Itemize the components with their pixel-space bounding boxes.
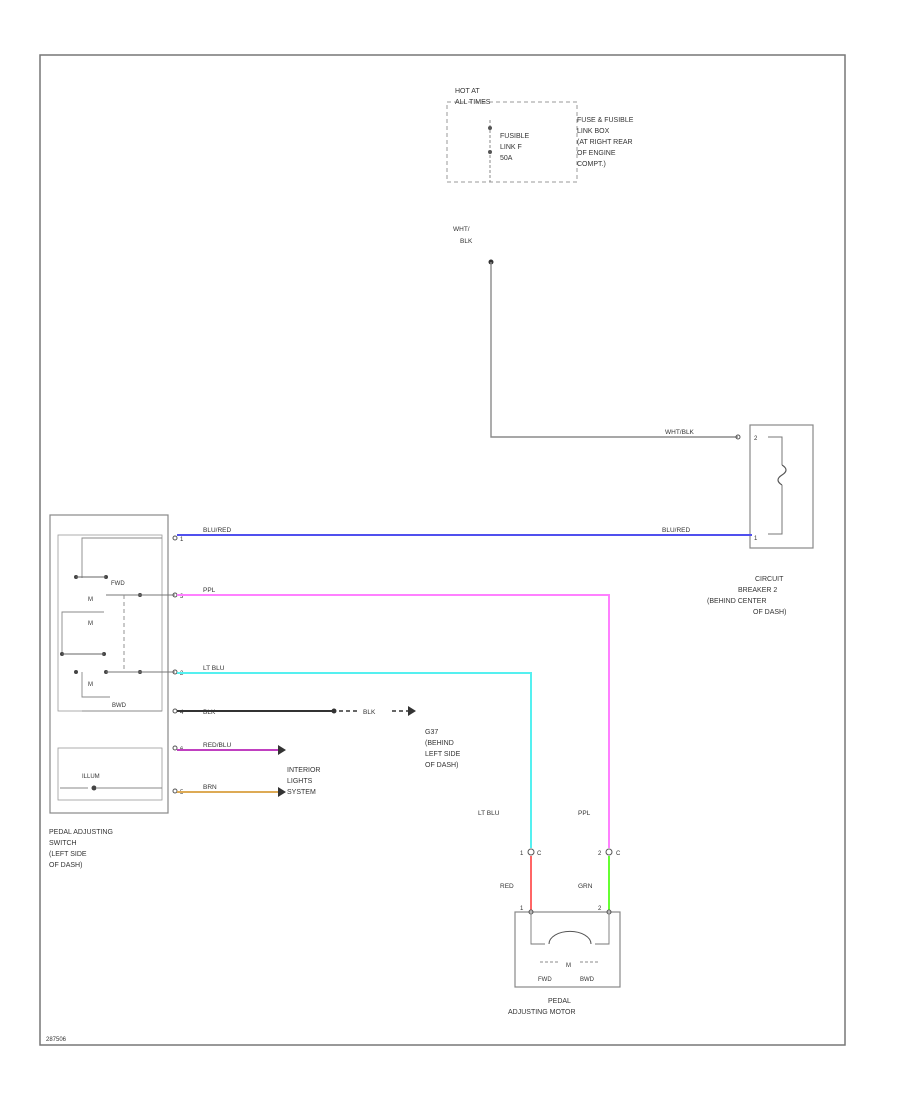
fuse-box-desc-2: LINK BOX xyxy=(577,128,610,135)
ground-name-4: OF DASH) xyxy=(425,762,458,769)
fuse-box: HOT AT ALL TIMES FUSIBLE LINK F 50A FUSE… xyxy=(446,88,634,183)
pedal-adjusting-motor: LT BLU PPL 1 2 C C RED GRN 1 2 M FWD BWD… xyxy=(478,810,621,1016)
feed-wire-label-1: WHT/ xyxy=(453,226,470,233)
wire-ppl: PPL xyxy=(177,587,610,848)
motor-c-left: C xyxy=(537,851,542,857)
switch-bwd-label: BWD xyxy=(112,703,127,709)
switch-pin-1: 1 xyxy=(180,537,184,543)
motor-m-label: M xyxy=(566,963,571,969)
motor-ppl-label: PPL xyxy=(578,810,591,817)
wire-blk-label: BLK xyxy=(203,709,216,716)
ground-name-3: LEFT SIDE xyxy=(425,751,461,758)
wire-lt-blu: LT BLU xyxy=(177,665,532,848)
breaker-wire-label: WHT/BLK xyxy=(665,429,695,436)
fuse-box-desc-3: (AT RIGHT REAR xyxy=(577,139,633,146)
wire-ppl-label: PPL xyxy=(203,587,216,594)
motor-grn-label: GRN xyxy=(578,883,593,890)
switch-m1-label: M xyxy=(88,597,93,603)
motor-pin-left: 1 xyxy=(520,851,524,857)
breaker-name-1: CIRCUIT xyxy=(755,576,784,583)
switch-m3-label: M xyxy=(88,682,93,688)
amp-label: 50A xyxy=(500,155,513,162)
hot-at-label: HOT AT xyxy=(455,88,480,95)
all-times-label: ALL TIMES xyxy=(455,99,491,106)
switch-fwd-label: FWD xyxy=(111,581,125,587)
wire-brn: BRN xyxy=(177,784,286,797)
ground-wire-label: BLK xyxy=(363,709,376,716)
fuse-box-desc-1: FUSE & FUSIBLE xyxy=(577,117,634,124)
wire-lt-blu-label: LT BLU xyxy=(203,665,225,672)
breaker-name-2: BREAKER 2 xyxy=(738,587,777,594)
motor-name-1: PEDAL xyxy=(548,998,571,1005)
wire-blu-red: BLU/RED BLU/RED xyxy=(177,527,752,536)
diagram-frame xyxy=(39,54,846,1046)
fuse-box-desc-4: OF ENGINE xyxy=(577,150,616,157)
link-label: LINK F xyxy=(500,144,522,151)
wire-red-blu-label: RED/BLU xyxy=(203,742,231,749)
interior-lights-system: INTERIOR LIGHTS SYSTEM xyxy=(287,767,320,796)
fusible-label: FUSIBLE xyxy=(500,133,530,140)
switch-name-1: PEDAL ADJUSTING xyxy=(49,829,113,836)
switch-pin-2: 3 xyxy=(180,594,184,600)
ground-name-1: G37 xyxy=(425,729,438,736)
switch-m2-label: M xyxy=(88,621,93,627)
switch-illum-label: ILLUM xyxy=(82,774,100,780)
feed-wire: WHT/ BLK WHT/BLK xyxy=(453,226,741,440)
interior-name-3: SYSTEM xyxy=(287,789,316,796)
motor-name-2: ADJUSTING MOTOR xyxy=(508,1009,576,1016)
motor-e-right: 2 xyxy=(598,906,602,912)
breaker-pin-a: 2 xyxy=(754,436,758,442)
motor-c-right: C xyxy=(616,851,621,857)
motor-red-label: RED xyxy=(500,883,514,890)
circuit-breaker: 2 1 CIRCUIT BREAKER 2 (BEHIND CENTER OF … xyxy=(707,424,814,616)
wire-blk: BLK BLK xyxy=(177,706,416,716)
motor-lt-blu-label: LT BLU xyxy=(478,810,500,817)
switch-name-3: (LEFT SIDE xyxy=(49,851,87,858)
interior-name-2: LIGHTS xyxy=(287,778,313,785)
ground-name-2: (BEHIND xyxy=(425,740,454,747)
footer-code: 287506 xyxy=(46,1037,67,1043)
motor-bwd-label: BWD xyxy=(580,977,595,983)
motor-pin-right: 2 xyxy=(598,851,602,857)
wire-blu-red-label-right: BLU/RED xyxy=(662,527,690,534)
motor-fwd-label: FWD xyxy=(538,977,552,983)
breaker-pin-b: 1 xyxy=(754,536,758,542)
wire-brn-label: BRN xyxy=(203,784,217,791)
switch-name-2: SWITCH xyxy=(49,840,77,847)
switch-name-4: OF DASH) xyxy=(49,862,82,869)
wire-blu-red-label: BLU/RED xyxy=(203,527,231,534)
breaker-name-4: OF DASH) xyxy=(753,609,786,616)
wire-red-blu: RED/BLU xyxy=(177,742,286,755)
switch-pin-4: 4 xyxy=(180,710,184,716)
switch-pins: 1 3 2 4 6 5 xyxy=(172,535,184,796)
pedal-adjusting-switch: FWD M M M BWD ILLUM PEDAL ADJUSTING SWIT… xyxy=(49,514,175,869)
fuse-box-desc-5: COMPT.) xyxy=(577,161,606,168)
breaker-name-3: (BEHIND CENTER xyxy=(707,598,767,605)
feed-wire-label-2: BLK xyxy=(460,238,473,245)
ground-g37: G37 (BEHIND LEFT SIDE OF DASH) xyxy=(425,729,461,769)
interior-name-1: INTERIOR xyxy=(287,767,320,774)
motor-e-left: 1 xyxy=(520,906,524,912)
